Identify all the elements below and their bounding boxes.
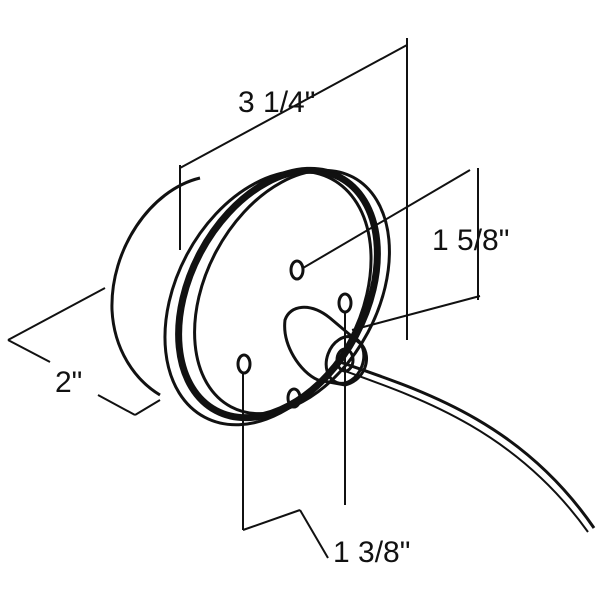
- mount-hole-left: [236, 353, 252, 375]
- dim-line: [179, 44, 408, 169]
- lamp-face: [193, 168, 391, 416]
- dim-line: [7, 287, 106, 341]
- dim-label-mount-vertical: 1 5/8": [432, 224, 509, 257]
- dim-line: [242, 509, 301, 531]
- lamp-gasket: [175, 166, 381, 422]
- dim-line: [351, 295, 481, 331]
- connector-socket: [324, 335, 366, 385]
- dim-line: [97, 394, 136, 416]
- lead-wire: [339, 360, 596, 529]
- dim-label-overall-diameter: 3 1/4": [238, 86, 315, 119]
- dim-line: [134, 399, 161, 416]
- mount-hole-top: [289, 259, 305, 281]
- dim-line: [299, 509, 329, 559]
- mount-hole-right: [337, 292, 353, 314]
- mount-hole-bottom: [286, 387, 302, 409]
- dim-label-mount-horizontal: 1 3/8": [333, 536, 410, 569]
- dim-line: [302, 169, 471, 269]
- lamp-dome: [110, 176, 201, 397]
- dim-label-depth: 2": [55, 366, 82, 399]
- lead-wire-edge: [341, 369, 589, 533]
- dim-line: [7, 339, 51, 363]
